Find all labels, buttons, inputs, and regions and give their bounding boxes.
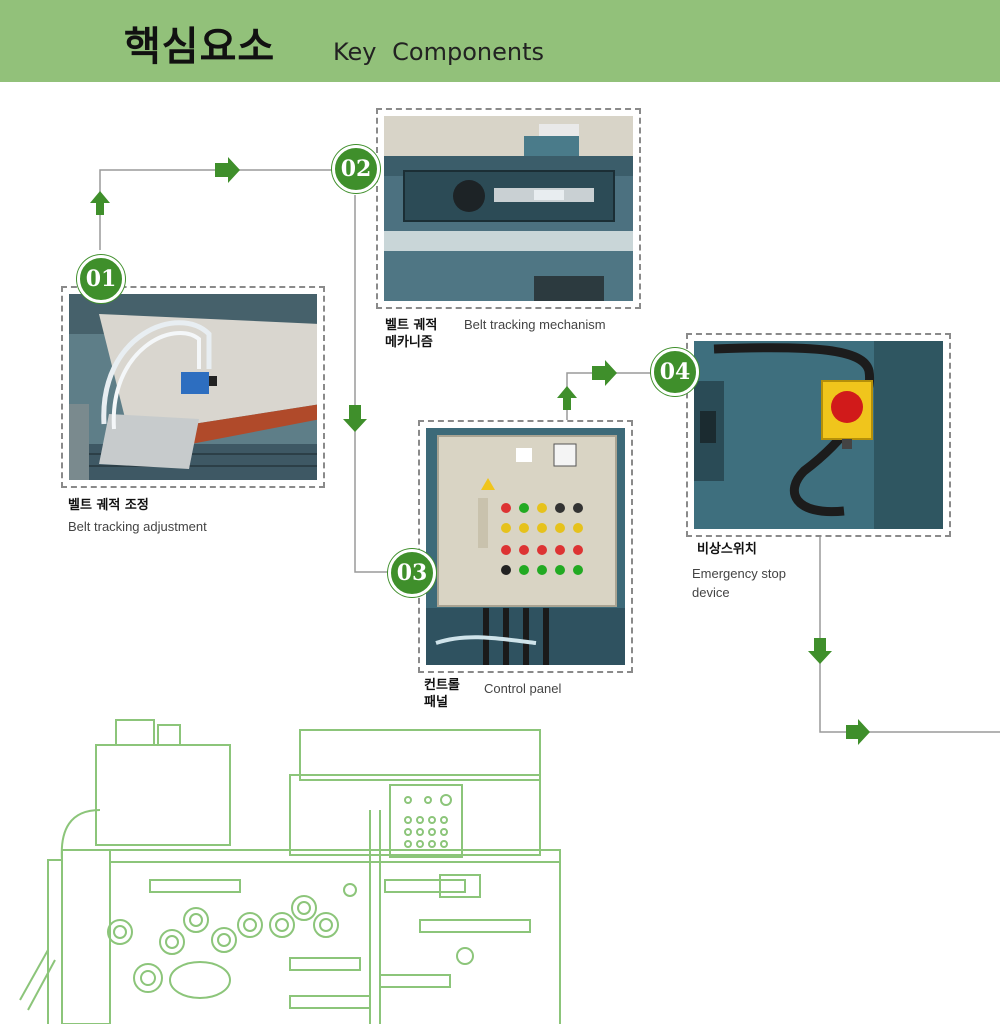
machine-line-drawing — [19, 719, 561, 1024]
emergency-stop-photo — [694, 341, 943, 529]
arrow-right-icon — [846, 719, 870, 745]
arrow-right-icon — [592, 360, 617, 386]
component-01-badge: 01 — [77, 255, 125, 303]
component-03-badge: 03 — [388, 549, 436, 597]
page-title-korean: 핵심요소 — [124, 24, 276, 70]
component-01-frame — [61, 286, 325, 488]
component-04-badge: 04 — [651, 348, 699, 396]
component-02-frame — [376, 108, 641, 309]
component-03-label-ko-line1: 컨트롤 — [424, 678, 460, 693]
arrow-right-icon — [215, 157, 240, 183]
component-02-label-ko-line2: 메카니즘 — [385, 335, 433, 350]
arrow-up-icon — [90, 191, 110, 215]
arrow-down-icon — [808, 638, 832, 664]
header-banner: 핵심요소 Key Components — [0, 0, 1000, 82]
page-title-english: Key Components — [333, 38, 544, 66]
component-02-label-en: Belt tracking mechanism — [464, 317, 606, 332]
component-04-label-ko: 비상스위치 — [697, 542, 757, 557]
component-03-label-ko-line2: 패널 — [424, 695, 448, 710]
arrow-up-icon — [557, 386, 577, 410]
component-02-label-ko-line1: 벨트 궤적 — [385, 318, 438, 333]
arrow-down-icon — [343, 405, 367, 432]
component-04-frame — [686, 333, 951, 537]
component-03-label-en: Control panel — [484, 681, 562, 696]
belt-tracking-mechanism-photo — [384, 116, 633, 301]
belt-tracking-adjustment-photo — [69, 294, 317, 480]
component-04-label-en-line1: Emergency stop — [692, 566, 786, 581]
component-01-label-en: Belt tracking adjustment — [68, 519, 207, 534]
component-01-label-ko: 벨트 궤적 조정 — [68, 498, 149, 513]
component-03-frame — [418, 420, 633, 673]
component-02-badge: 02 — [332, 145, 380, 193]
control-panel-photo — [426, 428, 625, 665]
component-04-label-en-line2: device — [692, 585, 730, 600]
